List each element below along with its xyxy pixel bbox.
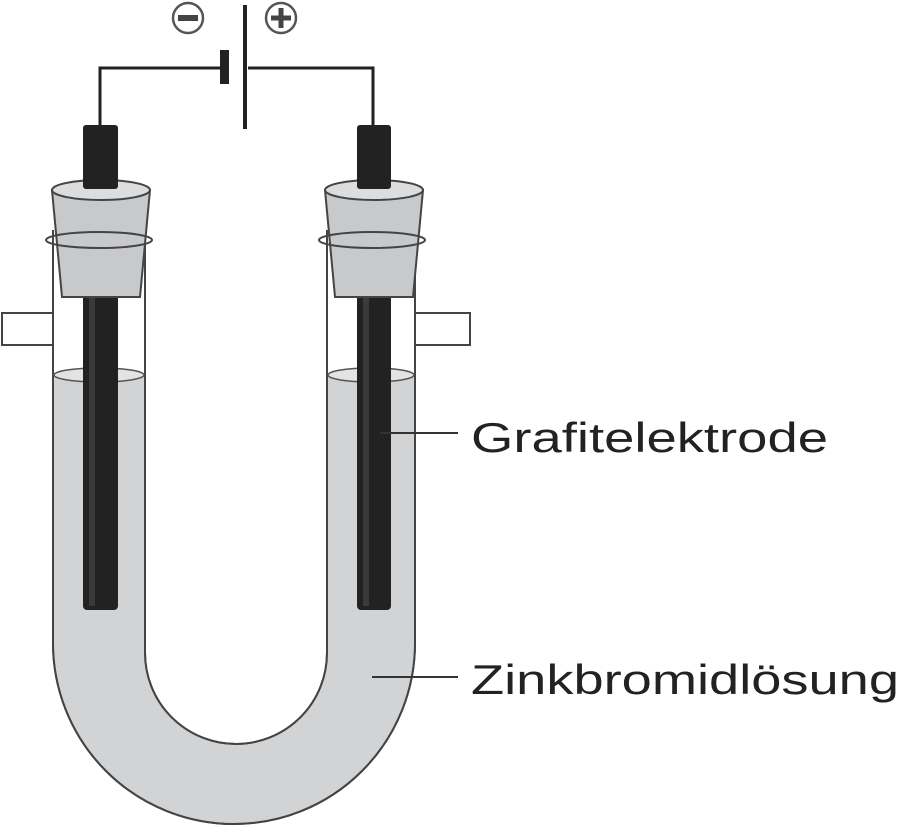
wire-negative (98, 66, 222, 125)
solution-label: Zinkbromidlösung (471, 656, 899, 703)
left-side-arm (1, 312, 53, 346)
left-electrode-highlight (89, 128, 95, 606)
right-electrode-highlight (363, 128, 369, 606)
minus-icon (171, 1, 205, 35)
wire-positive (248, 66, 375, 125)
battery-negative-plate (220, 50, 229, 84)
electrode-label: Grafitelektrode (471, 414, 828, 461)
right-stopper (318, 125, 426, 298)
right-side-arm (415, 312, 471, 346)
left-stopper (45, 125, 153, 298)
u-tube-outline (52, 375, 416, 825)
battery-positive-plate (243, 5, 247, 129)
plus-icon (264, 1, 298, 35)
